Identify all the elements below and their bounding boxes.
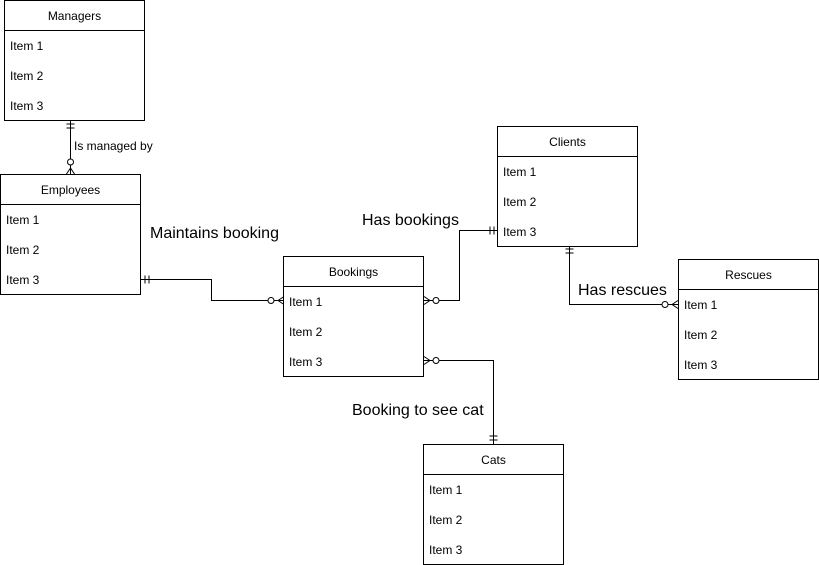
zero-or-many-marker (423, 296, 440, 305)
entity-field: Item 2 (684, 328, 718, 342)
entity-field: Item 1 (289, 295, 323, 309)
zero-or-many-marker (661, 300, 679, 309)
relationship-label-maintains-booking: Maintains booking (150, 225, 279, 242)
zero-or-many-marker (423, 356, 440, 365)
entity-field: Item 1 (6, 213, 40, 227)
entity-bookings[interactable]: Bookings Item 1 Item 2 Item 3 (283, 256, 424, 377)
connector-line (424, 360, 494, 444)
entity-title: Bookings (284, 257, 423, 287)
one-and-only-one-marker (489, 435, 498, 441)
relationship-label-booking-to-see-cat: Booking to see cat (352, 402, 484, 419)
entity-field: Item 1 (429, 483, 463, 497)
entity-title: Managers (5, 1, 144, 31)
zero-or-many-marker (267, 296, 285, 305)
connector-has-bookings (423, 226, 498, 305)
entity-employees[interactable]: Employees Item 1 Item 2 Item 3 (0, 174, 141, 295)
entity-clients[interactable]: Clients Item 1 Item 2 Item 3 (497, 126, 638, 247)
entity-field: Item 2 (10, 69, 44, 83)
entity-field: Item 3 (10, 99, 44, 113)
connector-line (569, 246, 678, 305)
relationship-label-has-bookings: Has bookings (362, 212, 459, 229)
one-and-only-one-marker (489, 226, 495, 235)
entity-title: Cats (424, 445, 563, 475)
one-and-only-one-marker (565, 248, 574, 254)
connector-line (141, 279, 284, 301)
entity-field: Item 2 (6, 243, 40, 257)
entity-cats[interactable]: Cats Item 1 Item 2 Item 3 (423, 444, 564, 565)
entity-field: Item 2 (429, 513, 463, 527)
connector-has-rescues (565, 246, 679, 309)
entity-title: Rescues (679, 260, 818, 290)
entity-title: Employees (1, 175, 140, 205)
connector-maintains-booking (141, 275, 285, 305)
connector-is-managed-by (66, 120, 75, 175)
connector-booking-to-see-cat (423, 356, 498, 444)
entity-field: Item 1 (684, 298, 718, 312)
connector-line (424, 230, 498, 301)
entity-field: Item 1 (10, 39, 44, 53)
entity-rescues[interactable]: Rescues Item 1 Item 2 Item 3 (678, 259, 819, 380)
one-and-only-one-marker (144, 275, 150, 284)
one-and-only-one-marker (66, 123, 75, 129)
entity-managers[interactable]: Managers Item 1 Item 2 Item 3 (4, 0, 145, 121)
entity-field: Item 2 (289, 325, 323, 339)
entity-field: Item 3 (6, 273, 40, 287)
entity-field: Item 3 (684, 358, 718, 372)
entity-field: Item 3 (503, 225, 537, 239)
entity-field: Item 3 (289, 355, 323, 369)
zero-or-many-marker (66, 158, 75, 175)
entity-title: Clients (498, 127, 637, 157)
entity-field: Item 1 (503, 165, 537, 179)
relationship-label-has-rescues: Has rescues (578, 282, 667, 299)
entity-field: Item 3 (429, 543, 463, 557)
entity-field: Item 2 (503, 195, 537, 209)
relationship-label-is-managed-by: Is managed by (74, 139, 153, 153)
